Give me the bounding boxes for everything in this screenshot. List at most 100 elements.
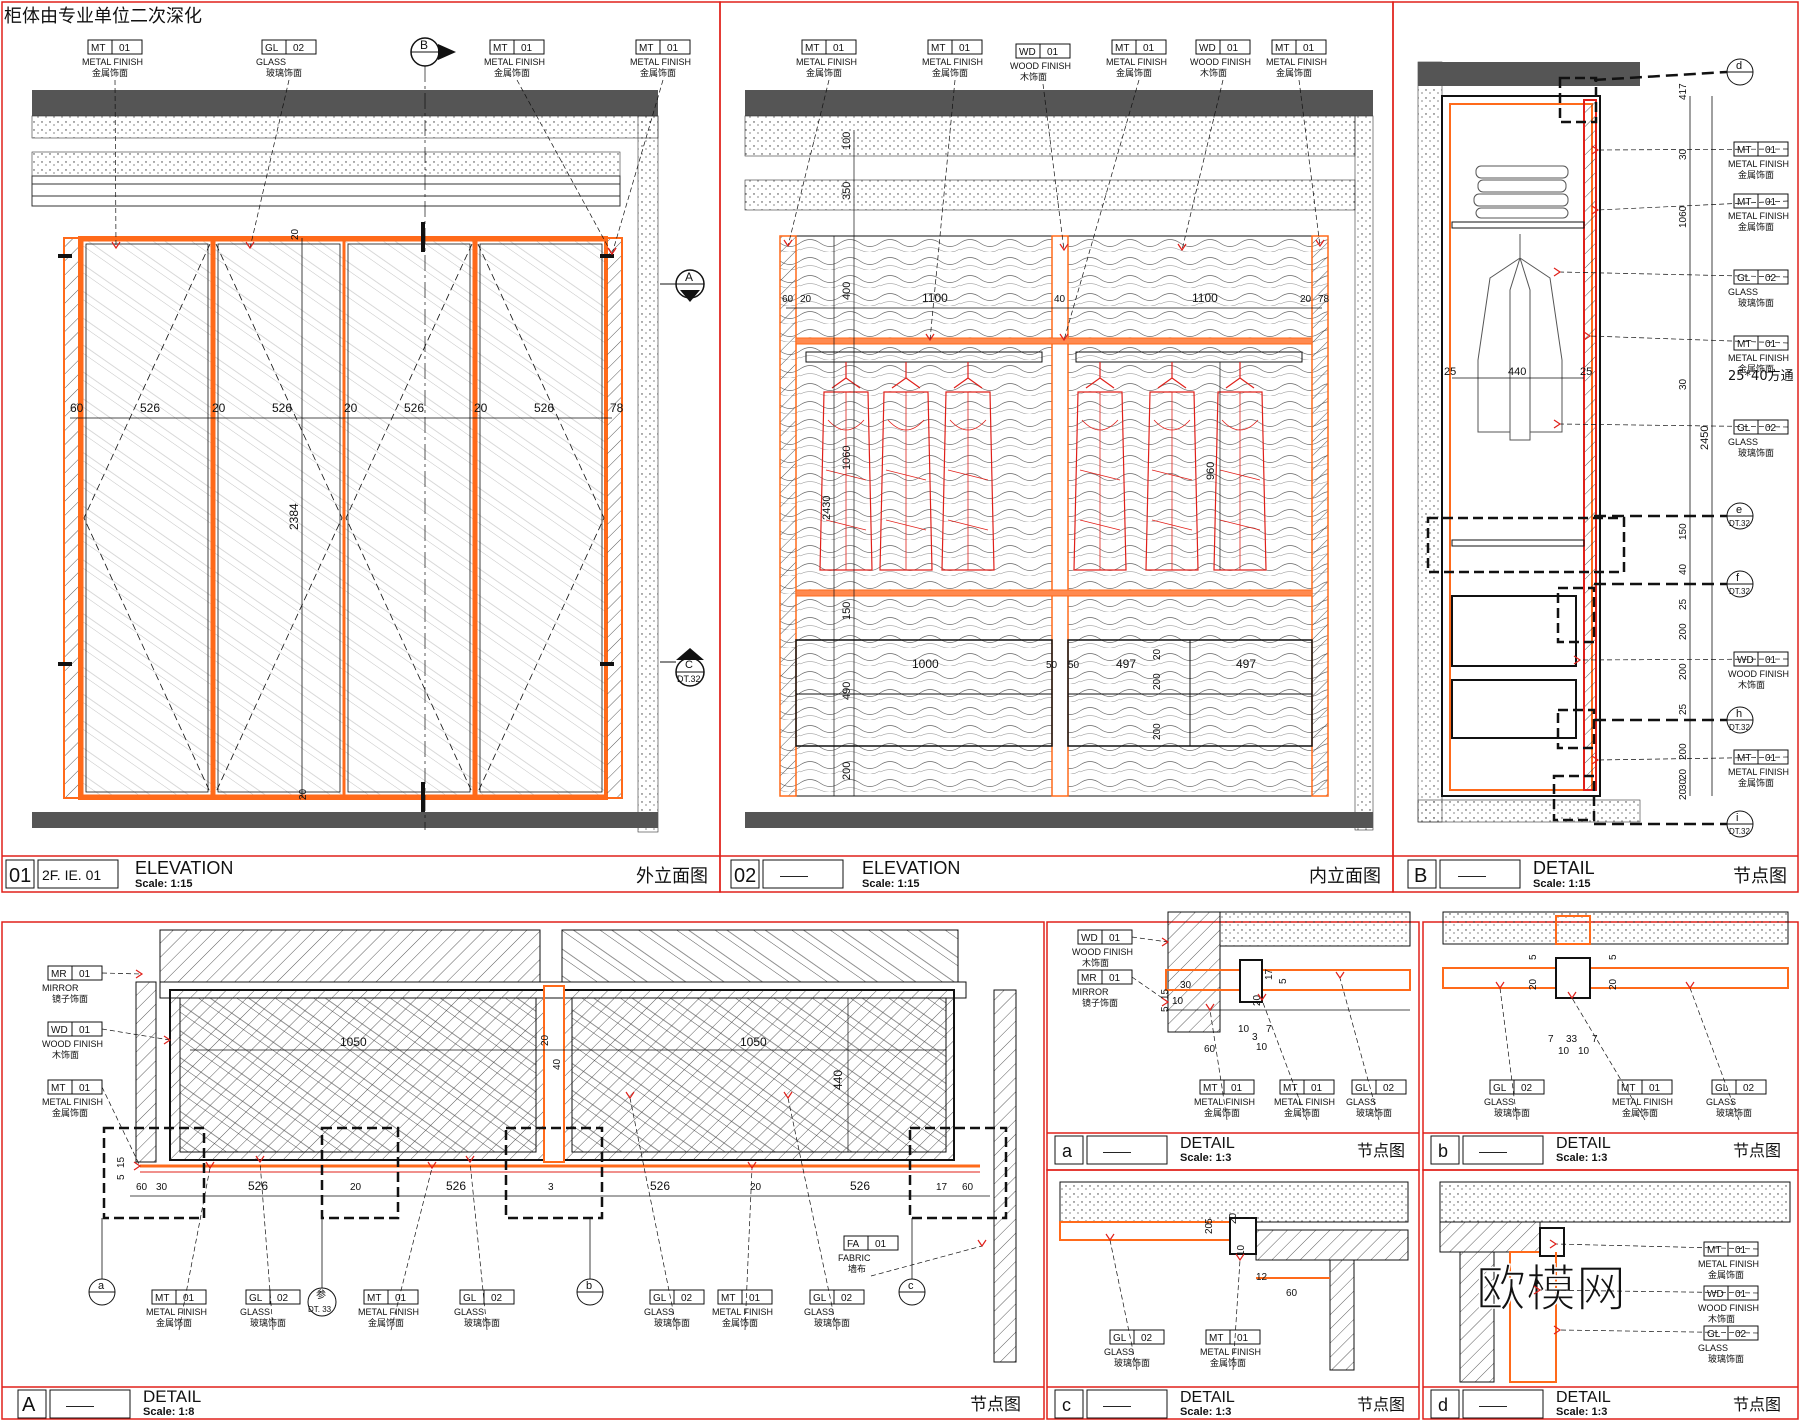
detail-b-dim: 33: [1566, 1034, 1578, 1045]
detailA-mullion-dim: 20: [540, 1034, 551, 1046]
bubble-id: a: [98, 1280, 105, 1292]
tag-english: METAL FINISH: [42, 1097, 103, 1107]
tag-number: 01: [1311, 1083, 1323, 1094]
tag-chinese: 金属饰面: [1738, 777, 1774, 789]
drawer-width-dim: 1000: [912, 657, 939, 671]
tag-number: 01: [79, 1025, 91, 1036]
elev01-width-dim: 526: [534, 401, 554, 415]
detail-b-dim: 7: [1548, 1034, 1554, 1045]
elev02-width-dim: 60: [782, 294, 794, 305]
tag-chinese: 玻璃饰面: [814, 1317, 850, 1329]
svg-text:——: ——: [780, 867, 808, 883]
detail-c-dim: 5: [1204, 1218, 1215, 1224]
detailA-ref-bubble: 参DT. 33: [307, 1218, 337, 1317]
tag-chinese: 木饰面: [1020, 71, 1047, 83]
detailA-small-dim: 60: [136, 1182, 148, 1193]
tag-chinese: 金属饰面: [806, 67, 842, 79]
tag-code: MR: [51, 969, 67, 980]
ref-bubble-top: 参: [316, 1288, 326, 1301]
tag-english: METAL FINISH: [1728, 159, 1789, 169]
tag-chinese: 木饰面: [1082, 957, 1109, 969]
tag-code: GL: [1715, 1083, 1729, 1094]
tag-code: MT: [1737, 753, 1751, 764]
elev01-top-dim: 20: [290, 228, 301, 240]
tag-number: 01: [1109, 973, 1121, 984]
elev02-height-dim: 490: [841, 682, 853, 700]
tag-english: METAL FINISH: [1106, 57, 1167, 67]
detailB-height-dim: 1060: [1678, 205, 1689, 228]
detailB-height-dim: 25: [1678, 598, 1689, 610]
svg-text:——: ——: [1458, 867, 1486, 883]
tag-chinese: 金属饰面: [1204, 1107, 1240, 1119]
tag-english: METAL FINISH: [1698, 1259, 1759, 1269]
tag-number: 01: [1303, 43, 1315, 54]
tag-chinese: 镜子饰面: [52, 993, 88, 1005]
tag-english: METAL FINISH: [1200, 1347, 1261, 1357]
elev01-width-dim: 526: [404, 401, 424, 415]
detailB-side-left: 25: [1444, 366, 1456, 378]
tag-chinese: 玻璃饰面: [1708, 1353, 1744, 1365]
tag-chinese: 金属饰面: [368, 1317, 404, 1329]
tag-chinese: 玻璃饰面: [266, 67, 302, 79]
svg-text:——: ——: [1479, 1143, 1507, 1159]
tag-chinese: 玻璃饰面: [1494, 1107, 1530, 1119]
elev01-width-dim: 20: [212, 401, 226, 415]
tag-chinese: 玻璃饰面: [1114, 1357, 1150, 1369]
svg-text:——: ——: [1103, 1143, 1131, 1159]
detailB-height-dim: 200: [1678, 663, 1689, 680]
title-block-02: 02 —— ELEVATION Scale: 1:15 内立面图: [720, 855, 1393, 890]
tag-code: MT: [1115, 43, 1129, 54]
tag-chinese: 镜子饰面: [1082, 997, 1118, 1009]
tag-number: 02: [277, 1293, 289, 1304]
tag-english: METAL FINISH: [1728, 353, 1789, 363]
detailA-door-dim: 526: [248, 1179, 268, 1193]
elev01-width-dim: 526: [272, 401, 292, 415]
tag-code: GL: [1707, 1329, 1721, 1340]
section-c-ref: DT.32: [677, 674, 701, 684]
title-block-b: b —— DETAIL Scale: 1:3 节点图: [1423, 1132, 1798, 1165]
tag-code: GL: [1493, 1083, 1507, 1094]
detailA-bubble-a: a: [88, 1278, 116, 1306]
tag-number: 02: [1765, 273, 1777, 284]
svg-text:Scale: 1:15: Scale: 1:15: [135, 878, 192, 890]
tag-english: WOOD FINISH: [1728, 669, 1789, 679]
tag-number: 01: [183, 1293, 195, 1304]
tag-number: 01: [119, 43, 131, 54]
tag-chinese: 金属饰面: [1738, 169, 1774, 181]
elev01-width-dim: 60: [70, 401, 84, 415]
bubble-id: c: [908, 1280, 914, 1292]
tag-code: GL: [463, 1293, 477, 1304]
header-note: 柜体由专业单位二次深化: [4, 6, 202, 27]
tag-english: GLASS: [1728, 287, 1758, 297]
elev02-height-dim: 1060: [841, 446, 853, 470]
tag-code: WD: [1707, 1289, 1724, 1300]
detail-b-dim: 20: [1608, 978, 1619, 990]
tag-code: FA: [847, 1239, 860, 1250]
tag-code: MT: [1737, 145, 1751, 156]
detail-b-dim: 10: [1558, 1046, 1570, 1057]
tag-number: 01: [1765, 197, 1777, 208]
tag-number: 01: [833, 43, 845, 54]
tag-english: WOOD FINISH: [1072, 947, 1133, 957]
tag-chinese: 玻璃饰面: [1716, 1107, 1752, 1119]
tag-number: 01: [79, 969, 91, 980]
watermark-logo: 欧模网: [1476, 1260, 1626, 1318]
svg-text:Scale: 1:3: Scale: 1:3: [1556, 1406, 1607, 1418]
tag-number: 02: [1141, 1333, 1153, 1344]
svg-text:Scale: 1:15: Scale: 1:15: [862, 878, 919, 890]
svg-text:a: a: [1062, 1141, 1073, 1161]
tag-english: GLASS: [454, 1307, 484, 1317]
